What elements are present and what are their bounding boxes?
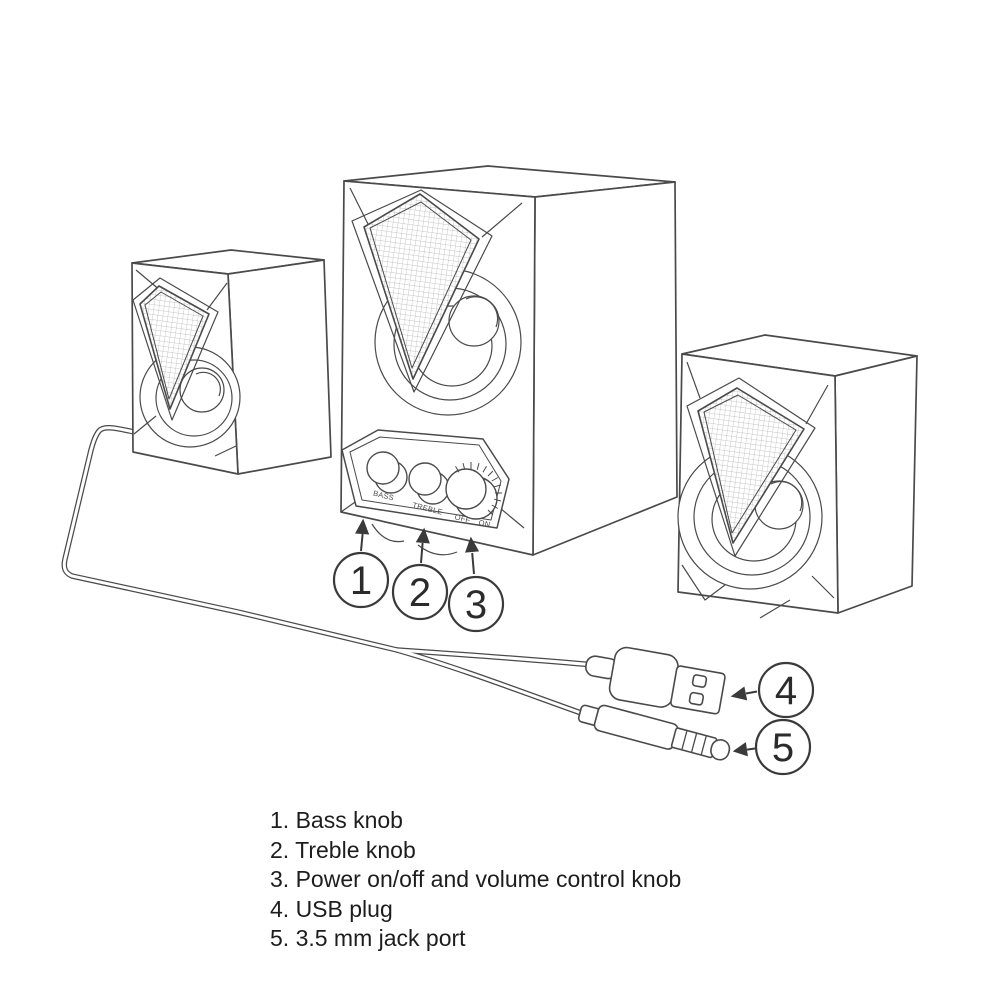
callout-1-circle <box>332 551 390 609</box>
usb-contact-hole <box>691 674 708 688</box>
subwoofer-grille <box>363 193 480 380</box>
callout-3-circle <box>447 575 505 633</box>
legend-item-usb: 4. USB plug <box>270 895 393 922</box>
callout-3-number: 3 <box>465 583 487 627</box>
legend: 1. Bass knob 2. Treble knob 3. Power on/… <box>270 806 681 954</box>
left-speaker-grille <box>139 285 210 410</box>
power-volume-knob <box>445 468 498 520</box>
callout-4-circle <box>757 661 815 719</box>
callout-2-number: 2 <box>409 571 431 615</box>
callout-1-number: 1 <box>350 559 372 603</box>
legend-item-bass: 1. Bass knob <box>270 807 403 833</box>
jack-sleeve-rings <box>681 730 707 756</box>
callout-5-circle <box>754 718 812 776</box>
right-satellite-speaker <box>677 334 918 619</box>
left-speaker-side-face <box>227 259 332 475</box>
callout-1-arrow <box>360 533 364 552</box>
left-satellite-speaker <box>131 249 332 475</box>
subwoofer-grille-inner <box>369 201 472 369</box>
right-speaker-side-face <box>834 355 918 614</box>
legend-item-power-volume: 3. Power on/off and volume control knob <box>270 866 682 893</box>
left-speaker-facet <box>133 269 237 457</box>
callout-5-number: 5 <box>772 726 794 770</box>
right-speaker-driver-notch <box>770 481 803 512</box>
bass-knob <box>366 451 408 494</box>
left-speaker-driver-notch <box>195 371 221 397</box>
subwoofer-driver-notch <box>465 296 499 328</box>
jack-tip <box>710 738 731 761</box>
callout-arrows <box>355 518 758 757</box>
subwoofer-feet <box>371 523 458 556</box>
control-panel: BASS TREBLE OFF ON <box>341 429 510 556</box>
callout-4-arrow <box>745 690 758 695</box>
usb-body <box>608 646 679 708</box>
on-label: ON <box>478 518 491 529</box>
volume-tick-marks <box>455 462 502 516</box>
legend-item-treble: 2. Treble knob <box>270 836 416 863</box>
subwoofer-speaker: BASS TREBLE OFF ON <box>340 165 678 556</box>
off-label: OFF <box>454 512 472 525</box>
callout-2-arrow <box>420 542 424 564</box>
usb-metal-shield <box>670 665 726 715</box>
left-speaker-grille-inner <box>144 291 204 400</box>
usb-plug <box>585 646 726 715</box>
legend-item-jack: 5. 3.5 mm jack port <box>270 925 466 952</box>
callout-5-arrow <box>746 747 756 751</box>
right-speaker-grille-inner <box>703 394 797 534</box>
jack-barrel <box>593 704 679 750</box>
callout-2-circle <box>391 563 449 621</box>
treble-knob <box>408 462 450 505</box>
panel-inner-outline <box>349 436 502 521</box>
right-speaker-grille-frame <box>686 377 816 557</box>
subwoofer-side-face <box>532 181 678 556</box>
right-speaker-facet <box>681 361 835 619</box>
audio-jack-plug <box>577 704 731 761</box>
callout-4-number: 4 <box>775 669 797 713</box>
right-speaker-grille <box>697 387 805 544</box>
speaker-cables <box>61 425 597 717</box>
left-speaker-grille-frame <box>132 277 219 421</box>
callout-3-arrow <box>471 552 475 575</box>
callouts: 1 2 3 4 5 <box>332 518 815 776</box>
usb-contact-hole <box>688 691 705 706</box>
subwoofer-grille-frame <box>351 189 493 393</box>
left-speaker-driver-inner <box>179 367 225 413</box>
